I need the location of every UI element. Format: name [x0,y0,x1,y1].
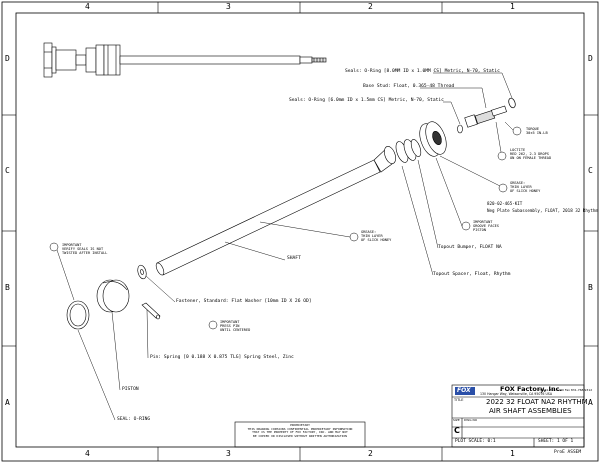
fox-logo: FOX [457,387,471,394]
zone-col-2-top: 2 [368,2,373,11]
zone-row-c-left: C [5,166,10,175]
zone-row-b-left: B [5,283,10,292]
proprietary-notice: PROPRIETARY THIS DRAWING CONTAINS CONFID… [247,423,353,438]
size-value: C [454,426,460,435]
callout-pin: Pin: Spring [0 0.188 X 0.875 TLG] Spring… [150,355,294,360]
callout-neg-plate: Neg Plate Subassembly, FLOAT, 2018 32 Rh… [487,208,598,213]
zone-row-d-right: D [588,54,593,63]
oring-base [508,97,516,109]
callout-topout-bumper: Topout Bumper, FLOAT NA [438,245,502,250]
spring-pin [141,302,161,320]
topout-spacer [373,139,422,173]
zone-row-b-right: B [588,283,593,292]
company-address-1: 130 Hangar Way, Watsonville, CA 95076 US… [480,392,553,396]
zone-col-3-top: 3 [226,2,231,11]
company-name: FOX Factory, Inc. [500,385,562,393]
callout-oring-small: Seals: O-Ring [8.0MM ID x 1.0MM CS] Metr… [345,69,500,74]
callout-part-number: 820-02-465-KIT [487,201,523,206]
drawing-title-line-1: 2022 32 FLOAT NA2 RHYTHM [486,398,588,406]
title-label: TITLE [454,398,464,402]
callout-topout-spacer: Topout Spacer, Float, Rhythm [433,272,511,277]
zone-col-4-bottom: 4 [85,449,90,458]
size-label: SIZE [453,418,460,422]
seal-oring [66,300,90,330]
company-address-2: Ph 831-768-1100 Fax 831-768-9312 [538,388,593,392]
piston [96,279,130,313]
callout-base-stud: Base Stud: Float, 0.365-48 Thread [363,84,455,89]
zone-col-1-bottom: 1 [510,449,515,458]
callout-shaft: SHAFT [287,256,301,261]
exploded-shaft [155,159,381,276]
sheet-number: SHEET: 1 OF 1 [538,439,574,444]
footer-proe: ProE ASSEM [554,450,582,455]
oring-small [457,124,463,134]
zone-col-4-top: 4 [85,2,90,11]
callout-seal-oring: SEAL: O-RING [117,417,151,422]
callout-fastener: Fastener, Standard: Flat Washer [10mm ID… [176,299,312,304]
zone-row-c-right: C [588,166,593,175]
zone-col-2-bottom: 2 [368,449,373,458]
zone-row-a-left: A [5,398,10,407]
washer [137,264,147,280]
zone-row-d-left: D [5,54,10,63]
assembled-shaft-view [43,42,327,78]
callout-piston: PISTON [122,387,139,392]
zone-col-1-top: 1 [510,2,515,11]
zone-col-3-bottom: 3 [226,449,231,458]
base-stud [464,105,507,128]
plot-scale: PLOT SCALE: 0:1 [455,439,496,444]
zone-row-a-right: A [588,398,593,407]
topout-bumper [419,121,447,157]
callout-oring-large: Seals: O-Ring [6.0mm ID x 1.5mm CS] Metr… [289,98,444,103]
dwg-no-label: DWG NO [464,418,478,422]
drawing-title-line-2: AIR SHAFT ASSEMBLIES [489,407,572,415]
